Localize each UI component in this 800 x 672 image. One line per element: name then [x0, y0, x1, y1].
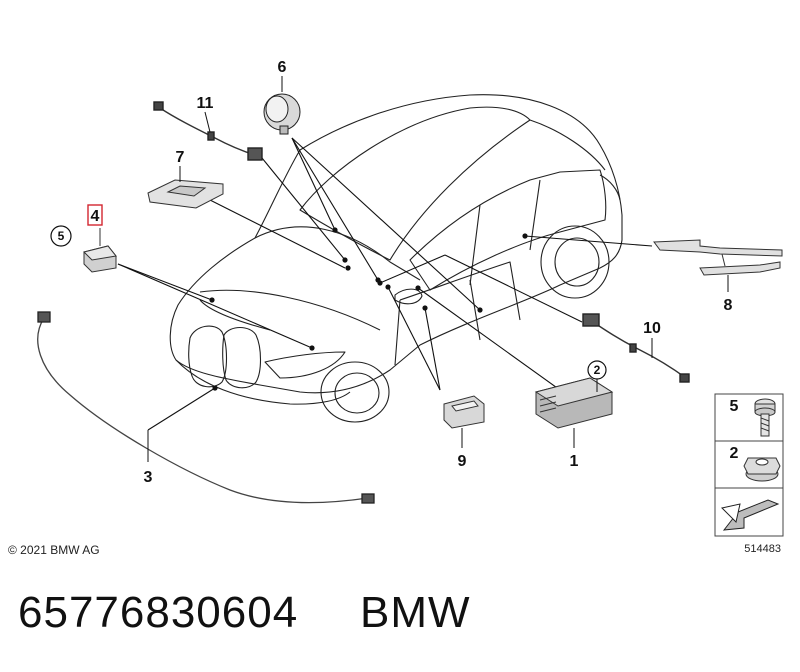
callout-7: 7: [176, 149, 185, 166]
screw-icon: [754, 398, 776, 437]
car-outline: [169, 94, 623, 423]
callout-3: 3: [144, 469, 153, 486]
leader-lines: [117, 137, 653, 431]
part-7-plate: [147, 179, 224, 209]
copyright-notice: © 2021 BMW AG: [8, 543, 100, 557]
brand-name: BMW: [360, 588, 471, 637]
callout-6: 6: [278, 59, 287, 76]
part-4-component: [83, 228, 117, 273]
part-6-sensor: [263, 93, 301, 135]
svg-text:5: 5: [58, 229, 65, 243]
part-11-cable: [153, 101, 263, 161]
callout-10: 10: [643, 320, 661, 337]
svg-text:4: 4: [91, 208, 100, 225]
part-number: 65776830604: [18, 588, 299, 637]
callout-4-highlighted: 4: [87, 204, 103, 226]
part-8-harness: [653, 239, 783, 276]
legend-screw-label: 5: [730, 398, 739, 415]
hardware-legend: 5 2: [714, 393, 784, 537]
reference-number: 514483: [744, 543, 781, 555]
leader-dots: [209, 227, 528, 391]
callout-1: 1: [570, 453, 579, 470]
part-1-control-unit: [534, 377, 614, 429]
callout-8: 8: [724, 297, 733, 314]
callout-2: 2: [587, 360, 607, 392]
direction-arrow-icon: [721, 499, 780, 531]
callout-11: 11: [197, 95, 214, 112]
callout-5: 5: [50, 225, 72, 247]
legend-nut-label: 2: [730, 445, 739, 462]
callout-9: 9: [458, 453, 467, 470]
part-3-cable: [37, 311, 375, 504]
nut-icon: [743, 457, 781, 482]
part-9-bracket: [443, 395, 485, 429]
part-10-cable: [582, 313, 690, 383]
svg-text:2: 2: [594, 363, 601, 377]
